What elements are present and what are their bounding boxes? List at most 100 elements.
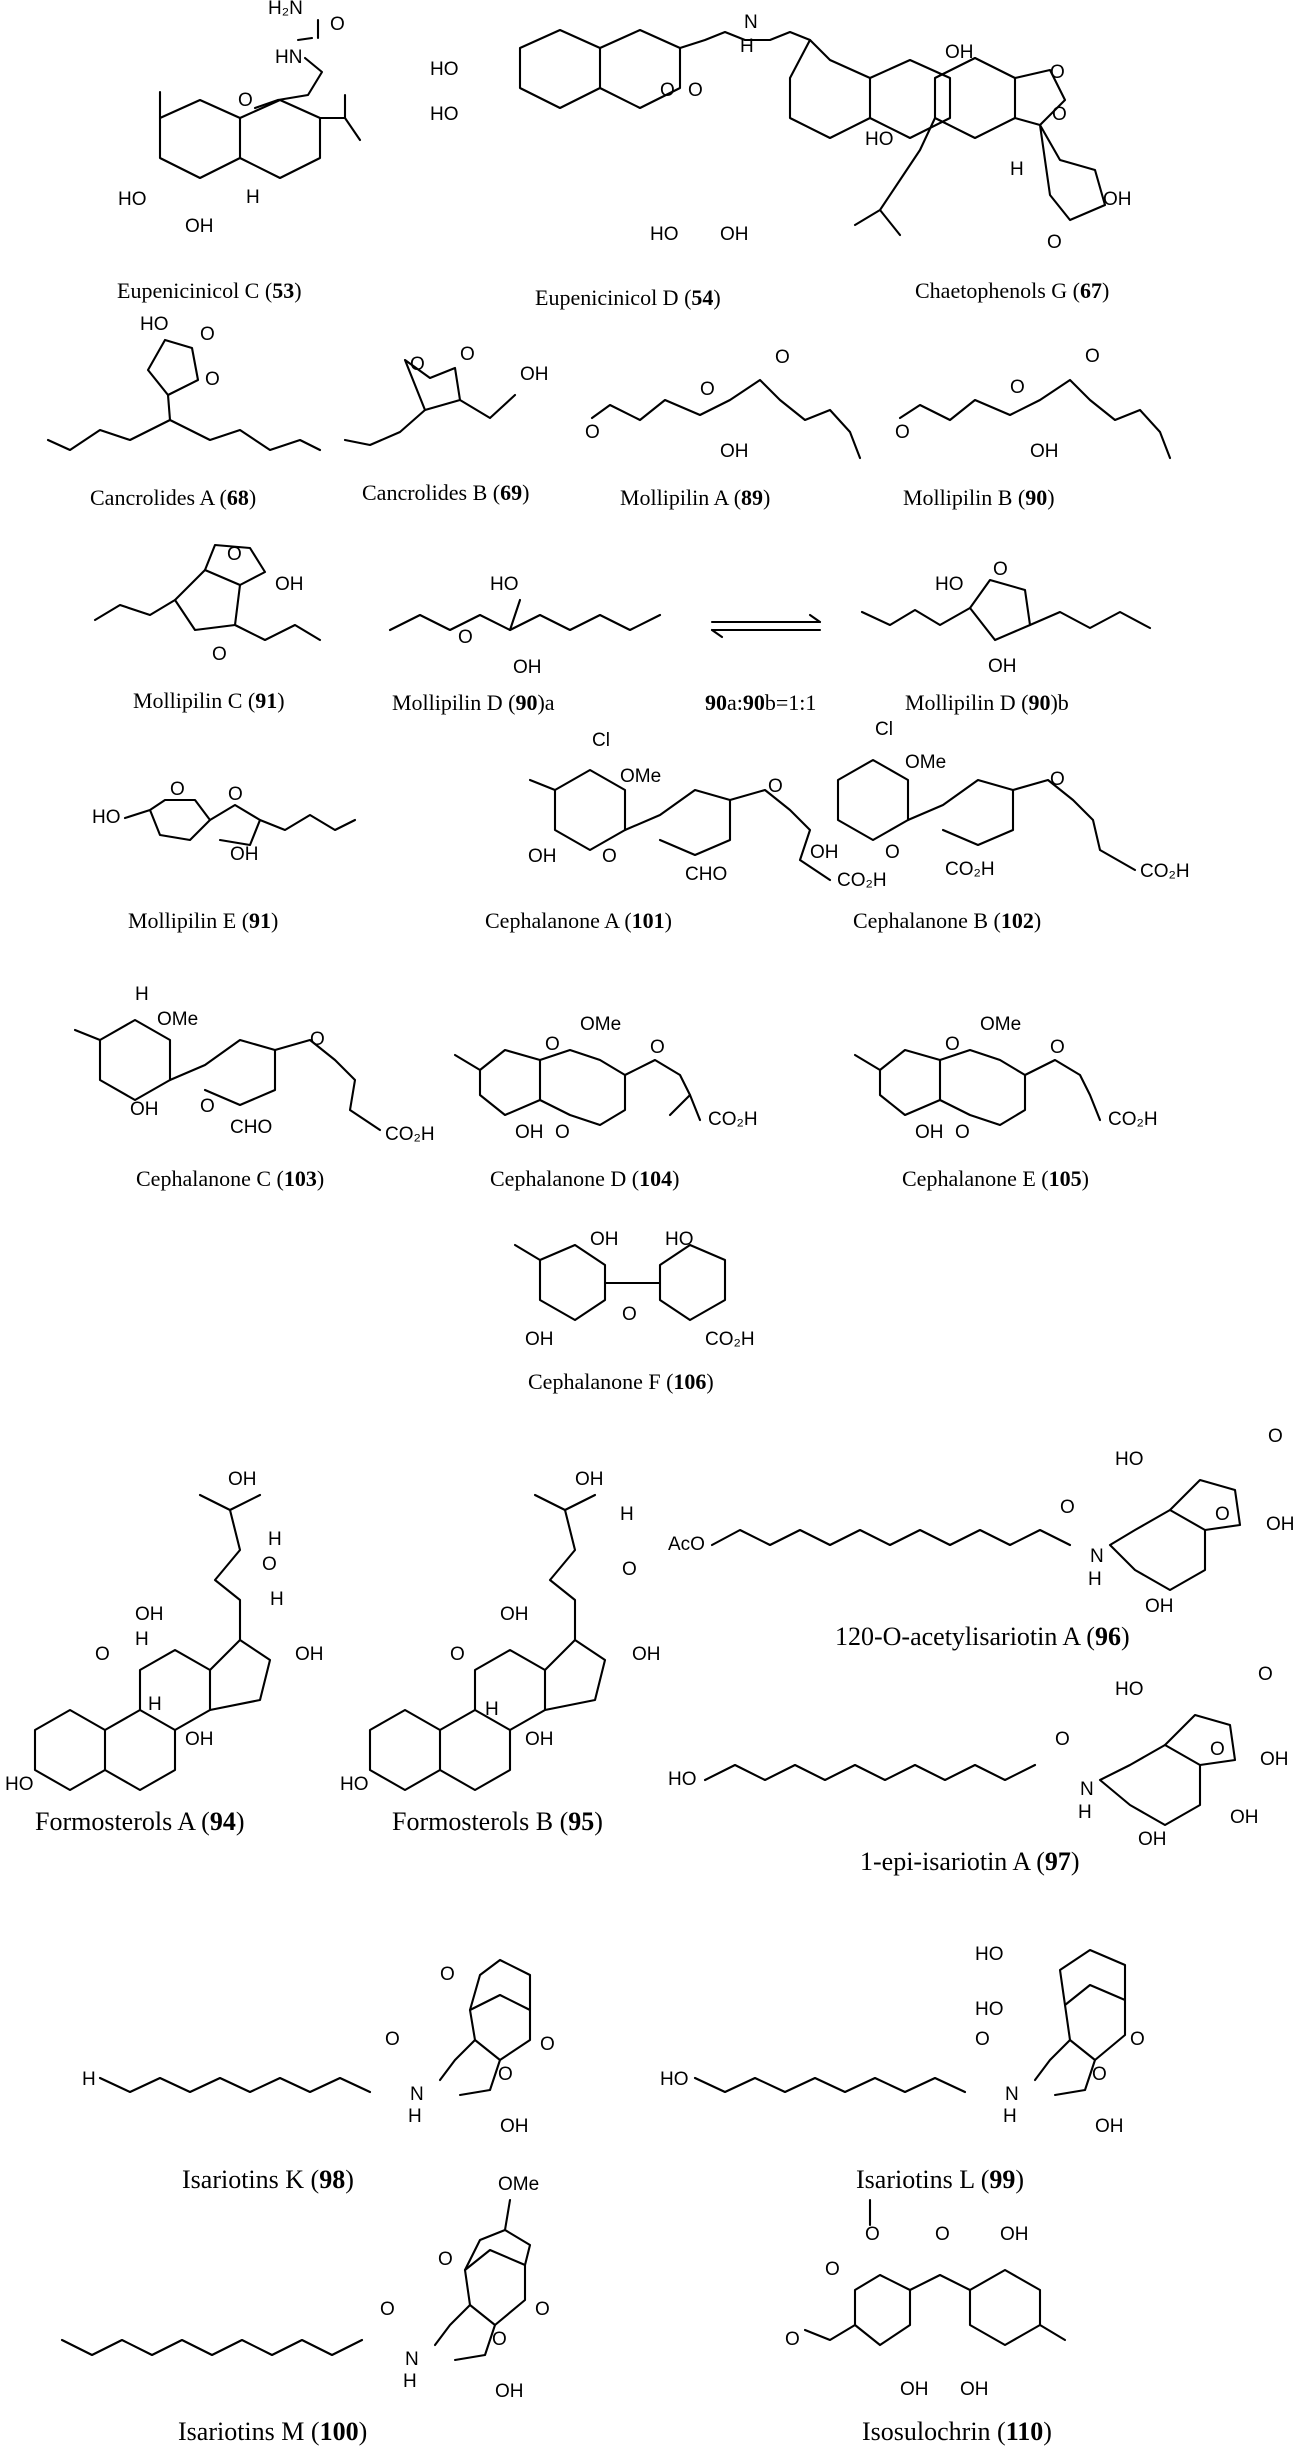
svg-text:OH: OH (915, 1122, 944, 1143)
caption-mollipilin-b: Mollipilin B (90) (903, 485, 1055, 510)
svg-text:OH: OH (1266, 1514, 1295, 1535)
svg-text:CO₂H: CO₂H (708, 1109, 758, 1130)
svg-text:OH: OH (590, 1229, 619, 1250)
svg-text:O: O (1050, 62, 1065, 83)
svg-text:HO: HO (865, 129, 894, 150)
svg-text:O: O (95, 1644, 110, 1665)
structure-isosulochrin: O O O OH O OH OH Isosulochrin (110) (785, 2198, 1067, 2446)
caption-cephalanone-f: Cephalanone F (106) (528, 1369, 714, 1394)
svg-text:O: O (935, 2224, 950, 2245)
svg-text:H: H (740, 36, 754, 57)
svg-text:HO: HO (935, 574, 964, 595)
svg-text:O: O (205, 369, 220, 390)
structure-chaetophenols-g: OH O O HO H OH O Chaetophenols G (67) (853, 42, 1132, 303)
svg-text:OMe: OMe (620, 766, 661, 787)
structure-isariotins-m: OMe O N H O O O OH Isariotins M (100) (60, 2174, 550, 2446)
svg-text:OMe: OMe (980, 1014, 1021, 1035)
svg-text:O: O (1258, 1664, 1273, 1685)
svg-text:O: O (1130, 2029, 1145, 2050)
svg-text:OMe: OMe (905, 752, 946, 773)
svg-text:OH: OH (720, 441, 749, 462)
svg-text:N: N (1080, 1779, 1094, 1800)
svg-text:O: O (498, 2064, 513, 2085)
svg-text:OH: OH (945, 42, 974, 63)
svg-text:O: O (993, 559, 1008, 580)
svg-text:OH: OH (575, 1469, 604, 1490)
svg-text:OH: OH (230, 844, 259, 865)
caption-isariotins-l: Isariotins L (99) (856, 2165, 1024, 2194)
svg-text:OH: OH (900, 2379, 929, 2400)
svg-text:OH: OH (500, 1604, 529, 1625)
structure-cephalanone-e: O OMe O OH O CO₂H Cephalanone E (105) (853, 1014, 1158, 1191)
caption-isariotins-m: Isariotins M (100) (178, 2417, 367, 2446)
svg-text:O: O (650, 1037, 665, 1058)
svg-text:H: H (270, 1589, 284, 1610)
svg-text:H: H (1010, 159, 1024, 180)
caption-isosulochrin: Isosulochrin (110) (862, 2417, 1052, 2446)
svg-text:O: O (535, 2299, 550, 2320)
structure-mollipilin-d-a: HO O OH Mollipilin D (90)a (388, 574, 662, 715)
equilibrium-ratio: 90a:90b=1:1 (705, 690, 816, 715)
svg-text:O: O (170, 779, 185, 800)
svg-text:O: O (622, 1559, 637, 1580)
svg-text:OH: OH (520, 364, 549, 385)
svg-text:O: O (785, 2329, 800, 2350)
svg-text:OH: OH (632, 1644, 661, 1665)
svg-text:CO₂H: CO₂H (945, 859, 995, 880)
svg-text:H: H (82, 2069, 96, 2090)
svg-text:O: O (1055, 1729, 1070, 1750)
svg-text:O: O (212, 644, 227, 665)
svg-text:N: N (410, 2084, 424, 2105)
svg-text:O: O (238, 90, 253, 111)
svg-text:O: O (450, 1644, 465, 1665)
structure-cancrolides-b: O O OH Cancrolides B (69) (343, 344, 549, 505)
svg-text:Cl: Cl (592, 730, 610, 751)
svg-text:N: N (405, 2349, 419, 2370)
svg-text:OMe: OMe (580, 1014, 621, 1035)
caption-chaetophenols-g: Chaetophenols G (67) (915, 278, 1109, 303)
svg-text:O: O (410, 354, 425, 375)
svg-text:O: O (200, 324, 215, 345)
svg-text:OH: OH (988, 656, 1017, 677)
caption-isariotins-k: Isariotins K (98) (182, 2165, 354, 2194)
caption-cephalanone-a: Cephalanone A (101) (485, 908, 672, 933)
svg-text:O: O (330, 14, 345, 35)
svg-text:O: O (895, 422, 910, 443)
svg-text:HO: HO (650, 224, 679, 245)
svg-text:H: H (403, 2371, 417, 2392)
structure-cephalanone-b: Cl OMe OH O CO₂H O CO₂H Cephalanone B (1… (810, 719, 1190, 933)
svg-text:OH: OH (1230, 1807, 1259, 1828)
svg-text:HO: HO (1115, 1679, 1144, 1700)
svg-text:O: O (438, 2249, 453, 2270)
caption-cancrolides-a: Cancrolides A (68) (90, 485, 256, 510)
structure-cephalanone-d: O OMe O OH O CO₂H Cephalanone D (104) (453, 1014, 758, 1191)
caption-formosterols-a: Formosterols A (94) (35, 1807, 244, 1836)
svg-text:O: O (1052, 104, 1067, 125)
svg-text:O: O (227, 544, 242, 565)
svg-text:O: O (975, 2029, 990, 2050)
svg-text:H: H (246, 187, 260, 208)
svg-text:O: O (688, 80, 703, 101)
svg-text:O: O (660, 80, 675, 101)
svg-text:OH: OH (720, 224, 749, 245)
svg-text:OH: OH (500, 2116, 529, 2137)
structure-epi-isariotin-a: HO O N H HO O O OH OH OH 1-epi-isariotin… (668, 1664, 1289, 1876)
svg-text:O: O (622, 1304, 637, 1325)
svg-text:OH: OH (513, 657, 542, 678)
caption-cephalanone-b: Cephalanone B (102) (853, 908, 1041, 933)
svg-text:O: O (1047, 232, 1062, 253)
caption-mollipilin-d-b: Mollipilin D (90)b (905, 690, 1069, 715)
svg-text:O: O (602, 846, 617, 867)
caption-eupenicinicol-d: Eupenicinicol D (54) (535, 285, 721, 310)
caption-cancrolides-b: Cancrolides B (69) (362, 480, 529, 505)
svg-text:OH: OH (295, 1644, 324, 1665)
caption-mollipilin-e: Mollipilin E (91) (128, 908, 278, 933)
svg-text:O: O (1092, 2064, 1107, 2085)
caption-mollipilin-d-a: Mollipilin D (90)a (392, 690, 555, 715)
structure-mollipilin-d-b: HO O OH Mollipilin D (90)b (860, 559, 1152, 715)
svg-text:OH: OH (528, 846, 557, 867)
structure-formosterols-b: OH H O OH O OH H OH HO Formosterols B (9… (340, 1469, 661, 1836)
svg-text:O: O (460, 344, 475, 365)
structure-isariotins-k: H O N H O O O OH Isariotins K (98) (82, 1958, 555, 2194)
svg-text:H: H (408, 2106, 422, 2127)
